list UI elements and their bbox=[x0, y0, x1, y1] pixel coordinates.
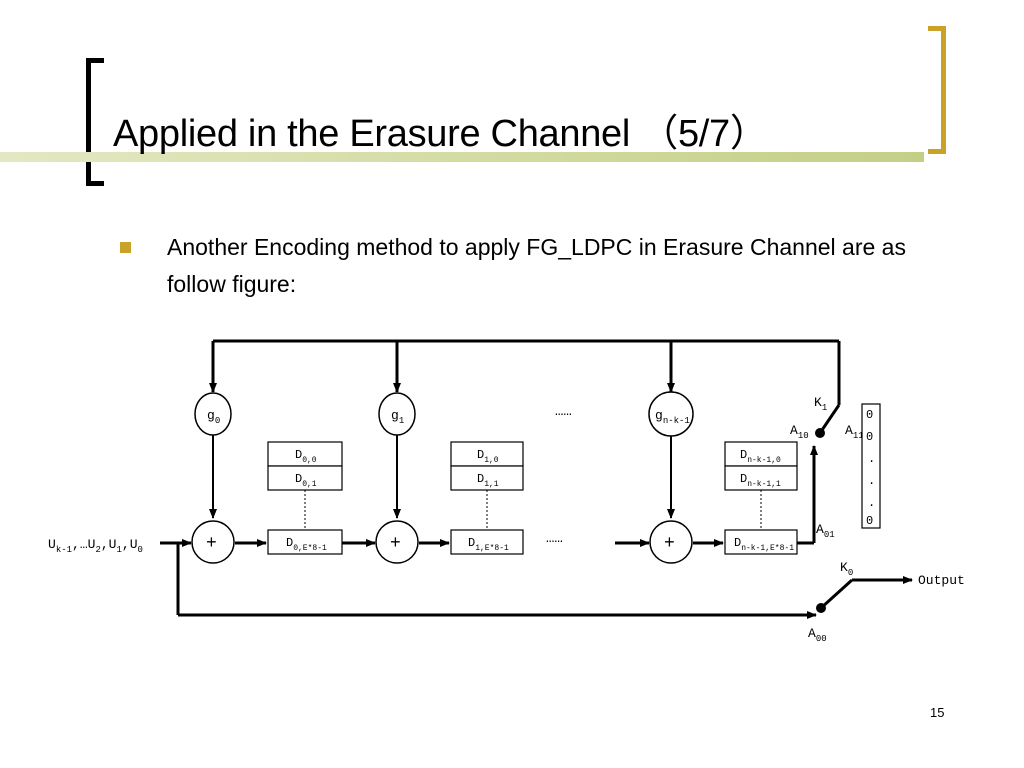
main-data-path bbox=[160, 445, 818, 619]
register-0-last: D0,E*8-1 bbox=[286, 536, 327, 553]
feedback-bus bbox=[209, 339, 841, 405]
adder-n-k-1: + bbox=[649, 520, 693, 564]
register-1-last: D1,E*8-1 bbox=[468, 536, 509, 553]
svg-text:+: + bbox=[390, 534, 401, 554]
slide-title: Applied in the Erasure Channel （5/7） bbox=[113, 113, 768, 155]
g-node-1: g1 bbox=[378, 392, 416, 436]
title-bracket-left bbox=[86, 58, 104, 186]
node-a01: A01 bbox=[816, 522, 835, 540]
svg-text:.: . bbox=[868, 452, 875, 466]
register-ellipsis: …… bbox=[546, 531, 563, 547]
node-a11: A11 bbox=[845, 423, 864, 441]
svg-text:0: 0 bbox=[866, 514, 873, 528]
svg-text:0: 0 bbox=[866, 430, 873, 444]
switch-k0: K0 A00 Output bbox=[808, 560, 965, 644]
svg-text:gn-k-1: gn-k-1 bbox=[655, 408, 690, 426]
g-to-adder-links bbox=[209, 434, 675, 519]
switch-k1: K1 A10 A11 A01 bbox=[790, 395, 864, 540]
svg-text:g1: g1 bbox=[391, 408, 404, 426]
register-0-0: D0,0 bbox=[295, 448, 317, 465]
register-column-0: D0,0 D0,1 D0,E*8-1 bbox=[267, 441, 343, 555]
page-number: 15 bbox=[930, 705, 945, 720]
input-sequence-label: Uk-1,…U2,U1,U0 bbox=[48, 537, 143, 555]
bullet-text: Another Encoding method to apply FG_LDPC… bbox=[167, 234, 906, 297]
output-label: Output bbox=[918, 573, 965, 588]
register-n-0: Dn-k-1,0 bbox=[740, 448, 781, 465]
bullet-marker bbox=[120, 242, 131, 253]
svg-text:g0: g0 bbox=[207, 408, 220, 426]
register-1-1: D1,1 bbox=[477, 472, 499, 489]
register-n-last: Dn-k-1,E*8-1 bbox=[734, 536, 794, 553]
svg-text:0: 0 bbox=[866, 408, 873, 422]
svg-text:.: . bbox=[868, 474, 875, 488]
svg-text:K0: K0 bbox=[840, 560, 853, 578]
svg-text:+: + bbox=[664, 534, 675, 554]
register-n-1: Dn-k-1,1 bbox=[740, 472, 781, 489]
zero-column: 0 0 . . . 0 bbox=[861, 403, 881, 529]
node-a00: A00 bbox=[808, 626, 827, 644]
title-underline-bar bbox=[0, 152, 924, 162]
svg-text:.: . bbox=[868, 496, 875, 510]
g-ellipsis: …… bbox=[555, 404, 572, 420]
svg-text:K1: K1 bbox=[814, 395, 827, 413]
register-0-1: D0,1 bbox=[295, 472, 317, 489]
register-1-0: D1,0 bbox=[477, 448, 499, 465]
g-node-0: g0 bbox=[194, 392, 232, 436]
adder-0: + bbox=[191, 520, 235, 564]
register-column-1: D1,0 D1,1 D1,E*8-1 bbox=[450, 441, 524, 555]
svg-text:+: + bbox=[206, 534, 217, 554]
node-a10: A10 bbox=[790, 423, 809, 441]
register-column-n-k-1: Dn-k-1,0 Dn-k-1,1 Dn-k-1,E*8-1 bbox=[724, 441, 798, 555]
adder-1: + bbox=[375, 520, 419, 564]
g-node-n-k-1: gn-k-1 bbox=[648, 391, 694, 437]
title-bracket-right bbox=[928, 26, 946, 154]
